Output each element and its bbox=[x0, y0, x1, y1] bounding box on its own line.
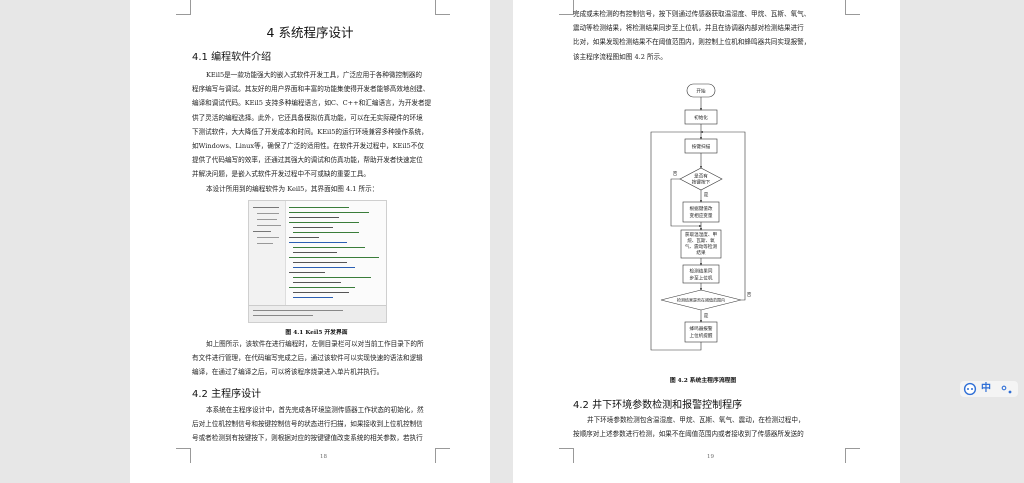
section-heading: 4.2 井下环境参数检测和报警控制程序 bbox=[573, 400, 743, 411]
alarm-label: 蜂鸣器报警 bbox=[690, 325, 713, 332]
text-line: KEil5是一款功能强大的嵌入式软件开发工具，广泛应用于各种微控制器的 bbox=[206, 71, 422, 79]
text-line: 程序编写与调试。其友好的用户界面和丰富的功能集使得开发者能够高效地创建、 bbox=[192, 85, 430, 94]
no-label: 否 bbox=[747, 292, 752, 298]
text-line: 完成或未检测的有控制信号，按下则通过传感器获取温湿度、甲烷、瓦斯、氧气、 bbox=[573, 10, 811, 18]
text-line: 下测试软件，大大降低了开发成本和时间。KEil5的运行环境兼容多种操作系统， bbox=[192, 127, 428, 136]
crop-mark bbox=[435, 448, 450, 463]
change-params-node bbox=[682, 201, 720, 223]
key-scan-label: 按键扫描 bbox=[692, 143, 711, 150]
yes-label: 是 bbox=[704, 192, 709, 198]
decision-key-label: 按键按下 bbox=[692, 179, 711, 186]
project-tree-panel bbox=[249, 201, 286, 322]
section-heading: 4.2 主程序设计 bbox=[192, 389, 262, 400]
init-label: 初始化 bbox=[694, 114, 708, 121]
text-line: 有文件进行管理，在代码编写完成之后，通过该软件可以实现快速的语法和逻辑 bbox=[192, 354, 423, 363]
text-line: 号或者检测到有按键按下，则根据对应的按键键值改变系统的相关参数，若执行 bbox=[192, 434, 423, 443]
ime-toolbar[interactable]: 中 bbox=[960, 381, 1018, 397]
chapter-title: 4 系统程序设计 bbox=[266, 25, 354, 40]
text-line: 震动等检测结果，将检测结果同步至上位机，并且在协调器内部对检测结果进行 bbox=[573, 24, 804, 33]
text-line: 并解决问题，是嵌入式软件开发过程中不可或缺的重要工具。 bbox=[192, 170, 371, 179]
text-line: 如上图所示，该软件在进行编程时，左侧目录栏可以对当前工作目录下的所 bbox=[206, 340, 424, 348]
text-line: 如Windows、Linux等，确保了广泛的适用性。在软件开发过程中，KEil5… bbox=[192, 142, 424, 151]
punctuation-icon[interactable] bbox=[1000, 381, 1014, 397]
read-sensors-label: 气、震动等检测 bbox=[685, 243, 718, 250]
after-figure-paragraph: 如上图所示，该软件在进行编程时，左侧目录栏可以对当前工作目录下的所 有文件进行管… bbox=[192, 337, 450, 380]
text-line: 该主程序流程图如图 4.2 所示。 bbox=[573, 52, 667, 61]
sync-host-label: 步至上位机 bbox=[690, 275, 713, 282]
text-line: 编译和调试代码。KEil5 支持多种编程语言，如C、C++和汇编语言，为开发者提 bbox=[192, 99, 432, 108]
read-sensors-label: 获取温湿度、甲 bbox=[685, 231, 718, 238]
text-line: 编译，在通过了编译之后，可以将该程序烧录进入单片机并执行。 bbox=[192, 368, 384, 377]
start-label: 开始 bbox=[696, 88, 706, 95]
build-output-panel bbox=[249, 305, 386, 322]
text-line: 后对上位机控制信号和按键控制信号的状态进行扫描，如果接收到上位机控制信 bbox=[192, 420, 423, 429]
range-decision-label: 检测结果是否在阈值范围内 bbox=[677, 297, 725, 303]
crop-mark bbox=[559, 448, 574, 463]
continued-paragraph: 完成或未检测的有控制信号，按下则通过传感器获取温湿度、甲烷、瓦斯、氧气、 震动等… bbox=[573, 7, 853, 64]
input-mode-toggle[interactable]: 中 bbox=[981, 383, 991, 394]
document-page-right: 完成或未检测的有控制信号，按下则通过传感器获取温湿度、甲烷、瓦斯、氧气、 震动等… bbox=[513, 0, 900, 483]
crop-mark bbox=[176, 0, 191, 15]
crop-mark bbox=[435, 0, 450, 15]
section-heading: 4.1 编程软件介绍 bbox=[192, 52, 272, 63]
text-line: 本系统在主程序设计中，首先完成各环境监测传感器工作状态的初始化，然 bbox=[206, 406, 424, 414]
section-paragraph: 井下环境参数检测包含温湿度、甲烷、瓦斯、氧气、震动，在检测过程中， 按顺序对上述… bbox=[573, 413, 853, 441]
text-line: 提供了代码编写的效率，还通过其强大的调试和仿真功能，帮助开发者快速定位 bbox=[192, 156, 423, 165]
document-page-left: 4 系统程序设计 4.1 编程软件介绍 KEil5是一款功能强大的嵌入式软件开发… bbox=[130, 0, 490, 483]
no-label: 否 bbox=[673, 171, 678, 177]
crop-mark bbox=[845, 0, 860, 15]
read-sensors-node bbox=[680, 229, 722, 259]
text-line: 按顺序对上述参数进行检测，如果不在阈值范围内或者接收到了传感器所发送的 bbox=[573, 430, 804, 439]
alarm-label: 上位机提醒 bbox=[690, 332, 713, 339]
change-params-label: 变相应变量 bbox=[690, 212, 713, 219]
text-line: 比对，如果发现检测结果不在阈值范围内，则控制上位机和蜂鸣器共同实现报警， bbox=[573, 38, 811, 47]
main-program-flowchart: 开始 初始化 按键扫描 是否有 按键按下 根据键值改 变相应变量 获取温湿度、甲… bbox=[650, 83, 752, 351]
section-1-paragraph: KEil5是一款功能强大的嵌入式软件开发工具，广泛应用于各种微控制器的 程序编写… bbox=[192, 68, 450, 196]
text-line: 井下环境参数检测包含温湿度、甲烷、瓦斯、氧气、震动，在检测过程中， bbox=[587, 416, 805, 424]
figure-caption: 图 4.1 Keil5 开发界面 bbox=[285, 330, 348, 336]
crop-mark bbox=[845, 448, 860, 463]
read-sensors-label: 结果 bbox=[696, 249, 706, 256]
ime-logo-icon[interactable] bbox=[963, 381, 977, 397]
decision-key-label: 是否有 bbox=[694, 173, 708, 180]
crop-mark bbox=[559, 0, 574, 15]
sync-host-label: 检测结果同 bbox=[690, 268, 713, 275]
page-number: 18 bbox=[320, 454, 327, 460]
figure-caption: 图 4.2 系统主程序流程图 bbox=[669, 378, 737, 384]
text-line: 供了灵活的编程选择。此外，它还具备模拟仿真功能，可以在无实际硬件的环境 bbox=[192, 113, 423, 122]
keil5-screenshot-figure bbox=[248, 200, 387, 323]
page-number: 19 bbox=[707, 454, 714, 460]
crop-mark bbox=[176, 448, 191, 463]
section-2-paragraph: 本系统在主程序设计中，首先完成各环境监测传感器工作状态的初始化，然 后对上位机控… bbox=[192, 403, 450, 446]
change-params-label: 根据键值改 bbox=[690, 205, 713, 212]
yes-label: 是 bbox=[704, 313, 709, 319]
text-line: 本设计所用到的编程软件为 Keil5，其界面如图 4.1 所示： bbox=[206, 184, 379, 193]
read-sensors-label: 烷、瓦斯、氧 bbox=[687, 237, 715, 244]
alarm-node bbox=[684, 321, 718, 343]
